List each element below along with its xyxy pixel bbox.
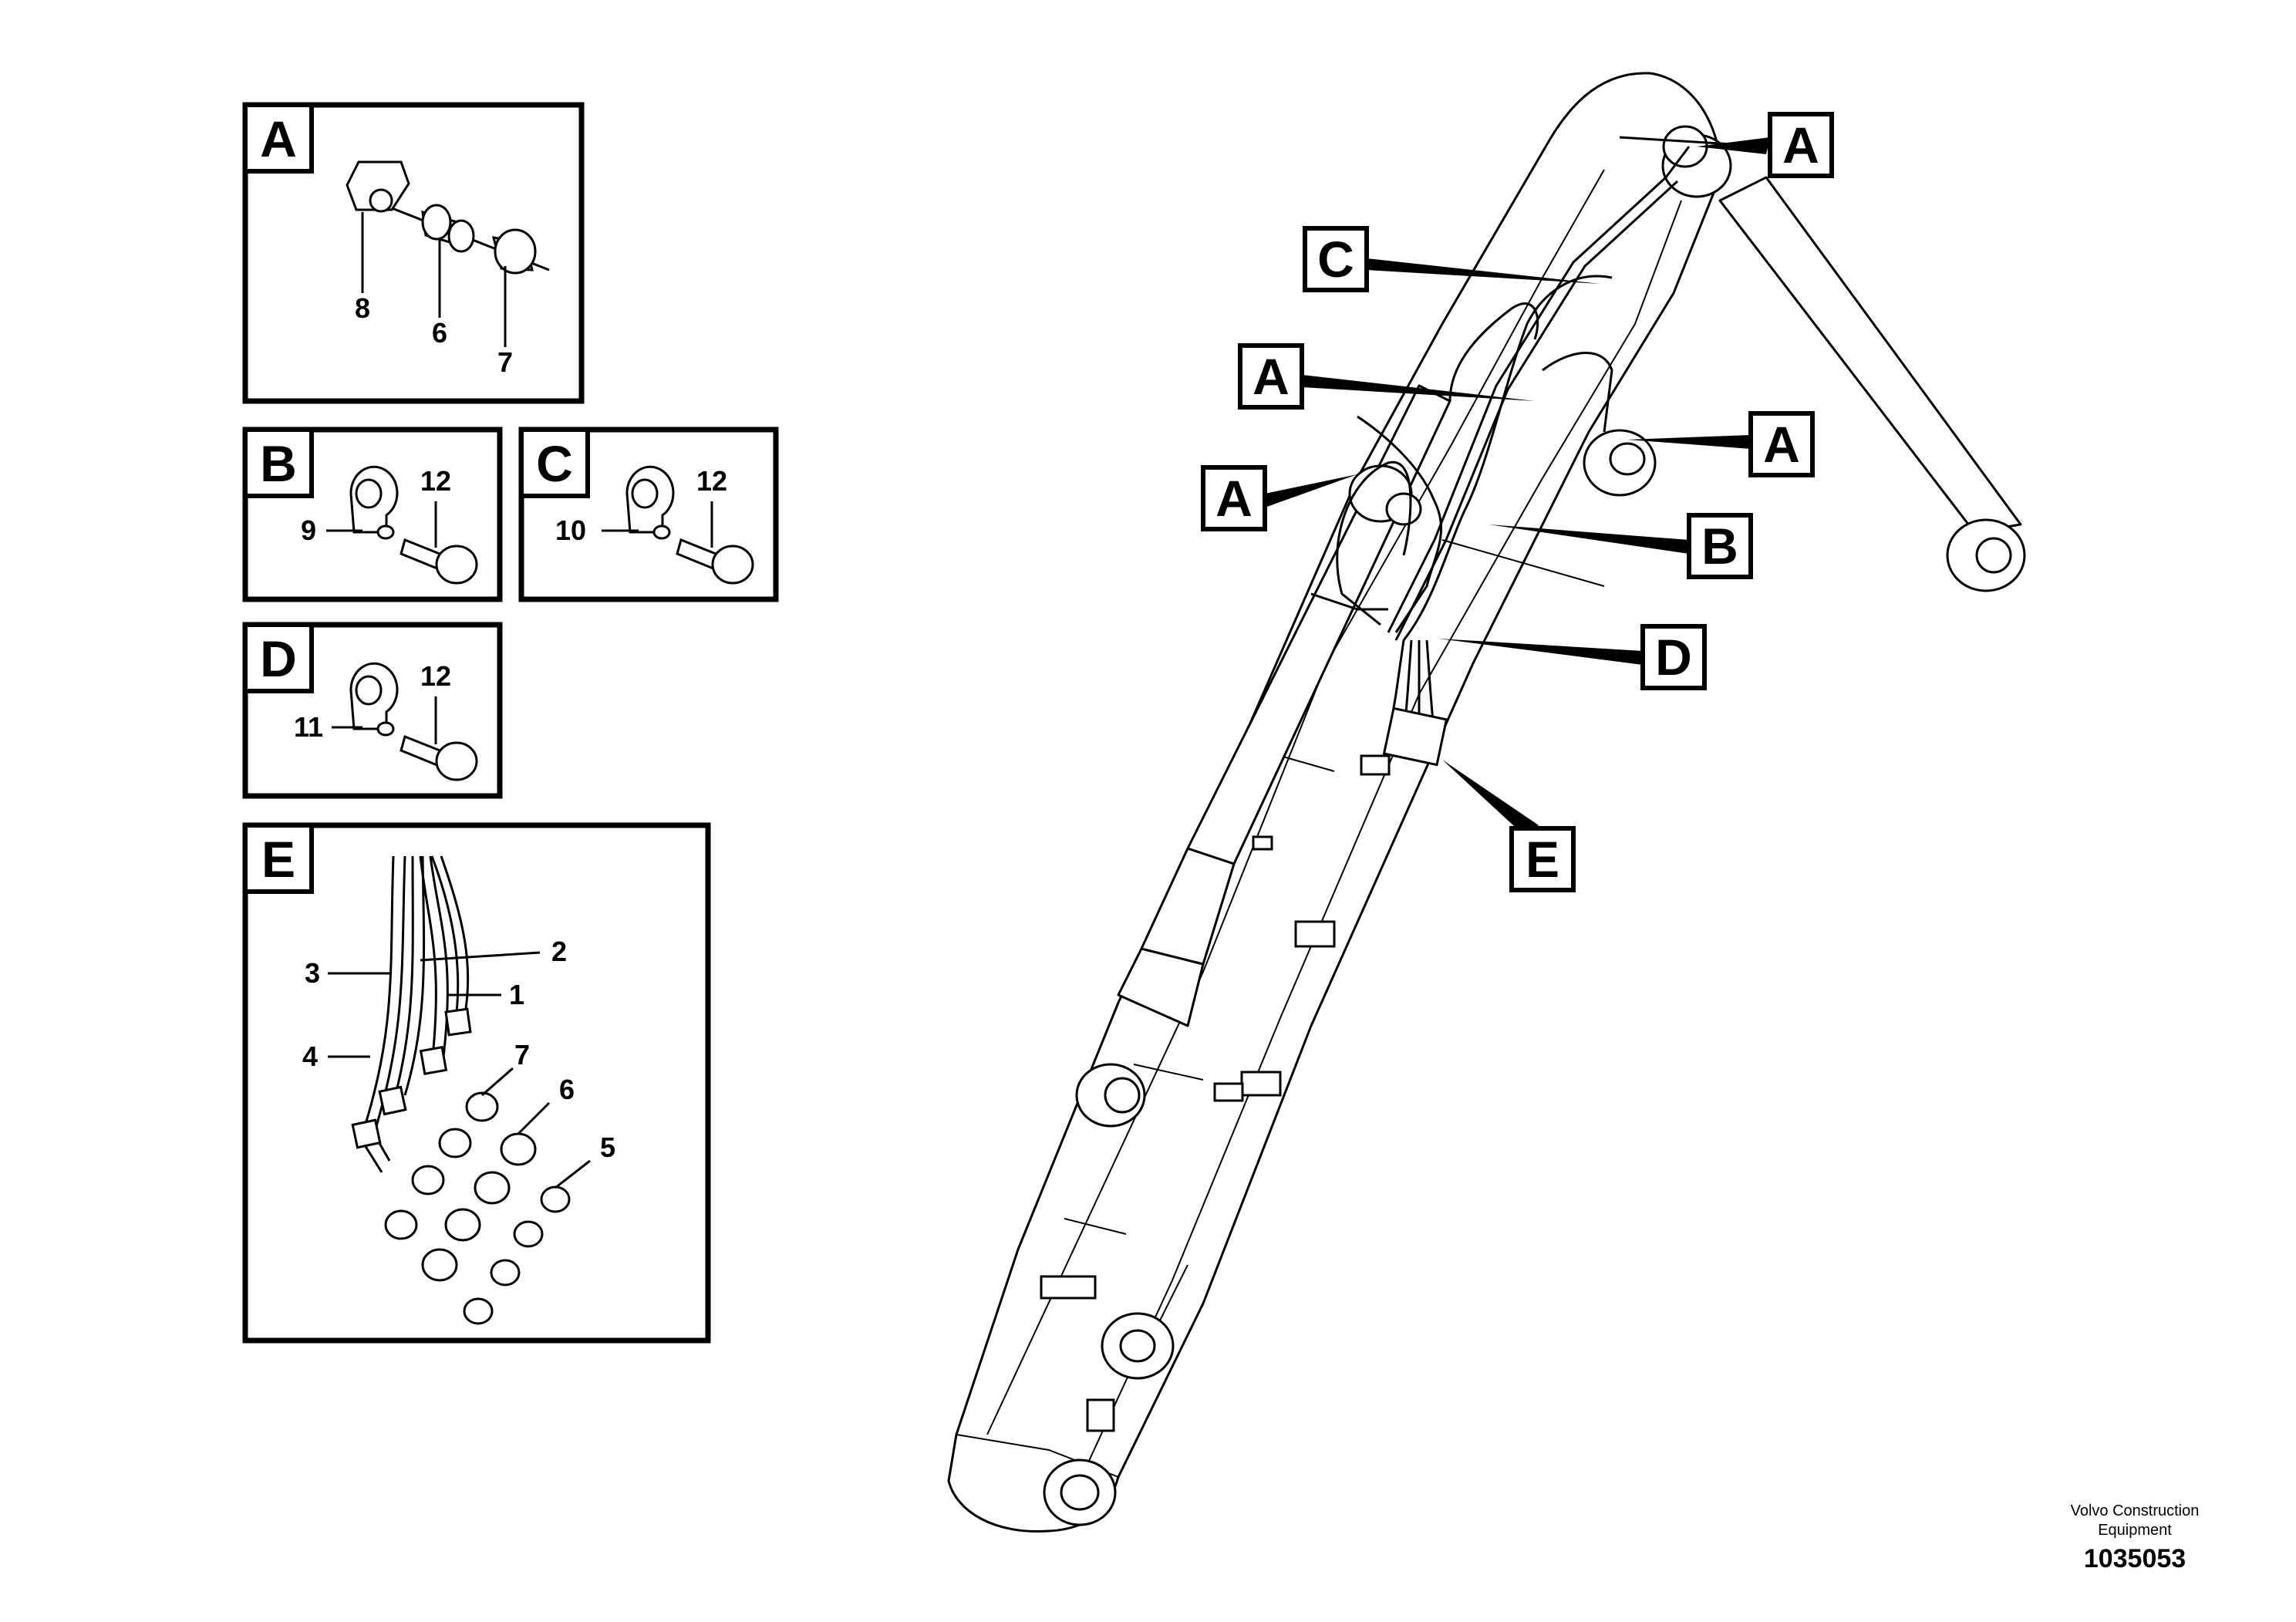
detail-label-a: A [260, 110, 297, 167]
detail-box-e: E [242, 822, 711, 1344]
callout-11: 11 [294, 711, 323, 743]
detail-label-d: D [260, 630, 297, 687]
callout-3: 3 [305, 957, 320, 989]
footer-company-line1: Volvo Construction [2071, 1502, 2200, 1519]
footer-company-line2: Equipment [2098, 1522, 2172, 1539]
callout-7-e: 7 [514, 1039, 530, 1071]
hydraulic-lines [1310, 146, 1691, 767]
hose-clamp [349, 465, 399, 540]
callout-4: 4 [302, 1040, 318, 1072]
callout-5: 5 [600, 1131, 615, 1163]
detail-label-c: C [536, 435, 573, 492]
flange-bolt [400, 734, 478, 781]
detail-box-d: D 11 12 [242, 622, 503, 799]
callout-6-e: 6 [559, 1074, 575, 1105]
fitting-caps [384, 1091, 571, 1325]
boom-illustration [947, 72, 2026, 1533]
mounting-pads [1040, 754, 1391, 1432]
boom-tag-e: E [1526, 831, 1559, 888]
hose-clamp [349, 662, 399, 737]
detail-box-b: B 9 12 [242, 427, 503, 602]
detail-label-e: E [261, 831, 295, 888]
flange-bolt [400, 538, 478, 585]
bracket-pin [1348, 429, 1657, 526]
detail-label-b: B [260, 435, 297, 492]
boom-tag-a-mid: A [1253, 348, 1290, 405]
boom-foot-pin [1043, 1458, 1117, 1526]
callout-12-d: 12 [420, 660, 451, 692]
detail-box-a: A 8 6 7 [242, 102, 585, 404]
hose-bundle [351, 855, 472, 1173]
footer: Volvo Construction Equipment 1035053 [2071, 1502, 2200, 1573]
callout-9: 9 [301, 514, 316, 546]
boom-mid-pin [1101, 1312, 1175, 1380]
protective-cap [491, 228, 537, 275]
boom-tag-c: C [1317, 231, 1354, 288]
arm-cylinder [1661, 125, 2026, 592]
drawing-number: 1035053 [2084, 1544, 2186, 1573]
hose-clamp [625, 465, 675, 540]
boom-tag-a-top: A [1782, 116, 1819, 174]
callout-2: 2 [551, 936, 567, 967]
detail-box-c: C 10 12 [518, 427, 779, 602]
boom-tag-b: B [1701, 518, 1738, 575]
callout-8: 8 [355, 292, 370, 324]
callout-12-c: 12 [696, 465, 727, 497]
boom-tag-a-left: A [1215, 470, 1253, 527]
flange-bolt [676, 538, 754, 585]
callout-6: 6 [432, 317, 447, 349]
elbow-fitting [346, 160, 410, 213]
callout-7: 7 [497, 346, 513, 378]
boom-cylinder-pin [1075, 1063, 1146, 1128]
callout-12-b: 12 [420, 465, 451, 497]
boom-tags: A C A A A B D E [1201, 112, 1834, 892]
boom-tag-d: D [1655, 629, 1692, 686]
callout-10: 10 [555, 514, 586, 546]
callout-1: 1 [509, 979, 524, 1010]
connector-fitting [421, 204, 475, 253]
boom-tag-a-right: A [1763, 416, 1800, 473]
